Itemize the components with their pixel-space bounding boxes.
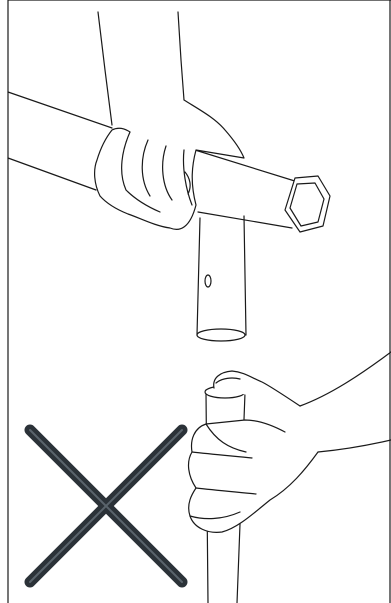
- upper-t-joint-assembly: [8, 12, 330, 341]
- lower-hand: [189, 420, 318, 532]
- stem-bottom: [197, 329, 245, 341]
- t-joint-vertical-stem: [197, 216, 246, 335]
- lower-thumb: [214, 371, 300, 406]
- lower-arm: [300, 352, 391, 452]
- x-mark-icon: [30, 430, 182, 582]
- lower-post-assembly: [189, 352, 391, 603]
- stem-pin-hole: [205, 275, 211, 287]
- t-joint-horizontal-tube: [195, 150, 298, 228]
- upper-hand: [95, 100, 244, 229]
